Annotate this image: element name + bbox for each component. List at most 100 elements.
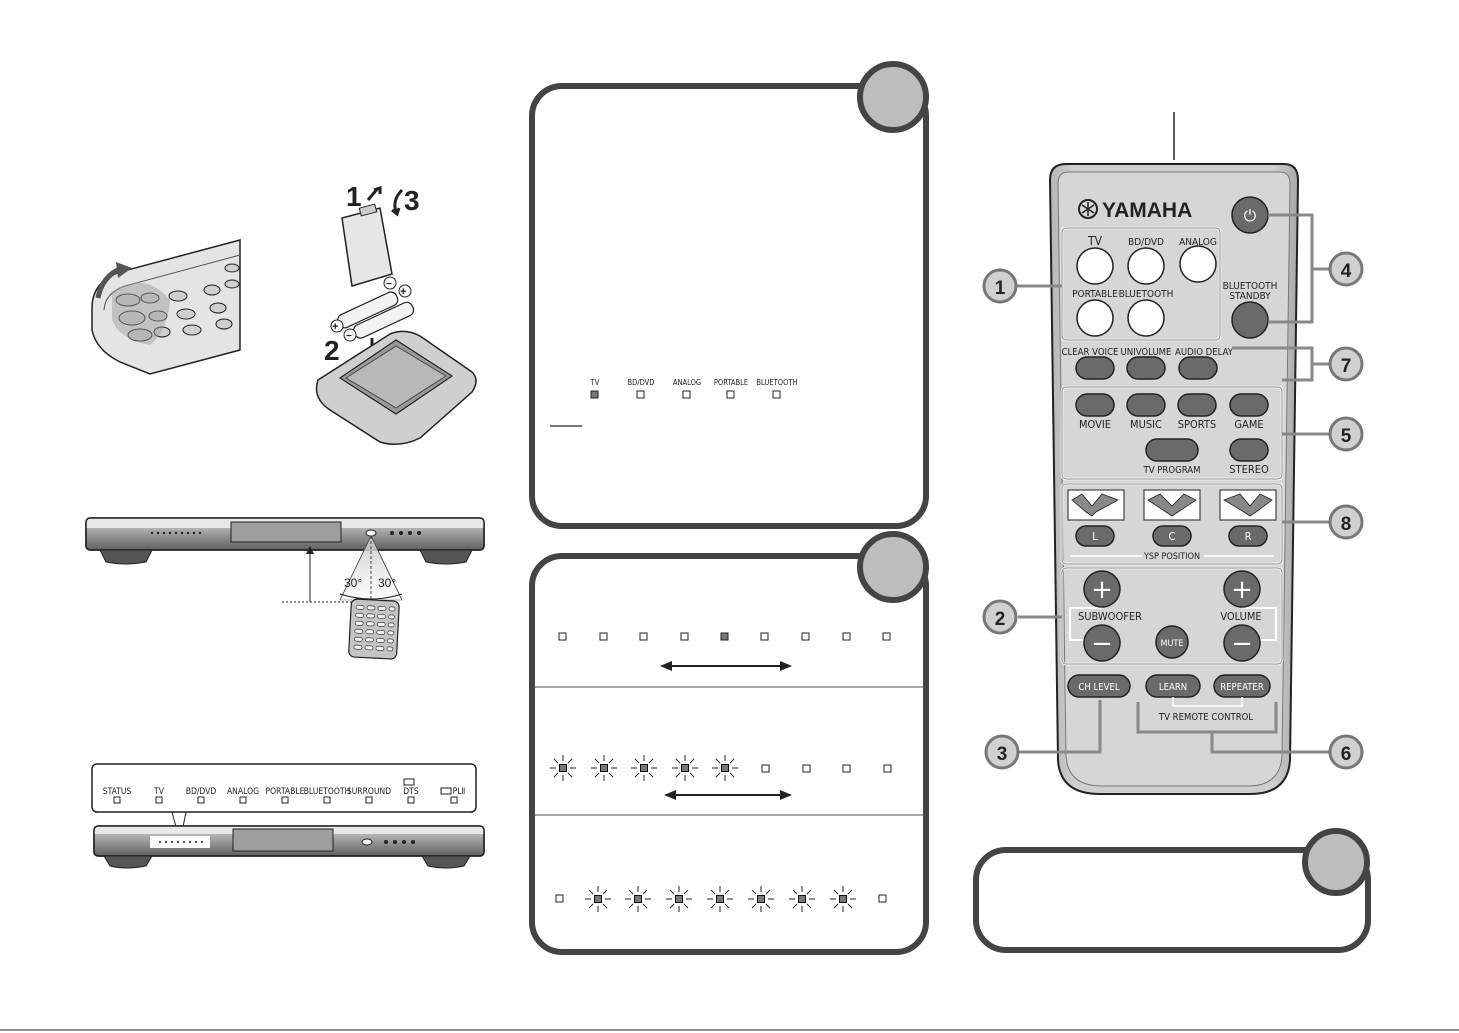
indicator-label-status: STATUS xyxy=(103,787,132,797)
ysp-l-label: L xyxy=(1092,530,1098,543)
indicator-label-bd-dvd: BD/DVD xyxy=(186,787,217,797)
input-analog-button[interactable] xyxy=(1179,245,1217,283)
clear-voice-button[interactable] xyxy=(1075,356,1115,380)
front-panel-indicators-illustration: STATUS TV BD/DVD ANALOG PORTABLE BLUETOO… xyxy=(91,763,485,869)
step-1-label: 1 xyxy=(346,181,362,212)
remote-rear-opening-illustration xyxy=(91,239,241,375)
game-label: GAME xyxy=(1234,418,1263,431)
svg-text:8: 8 xyxy=(1341,514,1352,535)
input-portable-button[interactable] xyxy=(1076,299,1114,337)
bluetooth-standby-line1: BLUETOOTH xyxy=(1223,281,1278,292)
audio-delay-button[interactable] xyxy=(1178,356,1218,380)
sports-label: SPORTS xyxy=(1178,418,1216,431)
svg-text:−: − xyxy=(1231,629,1253,659)
remote-control-diagram: YAMAHA ⏻ TV BD/DVD ANALOG PORTABLE BLUET… xyxy=(1048,112,1300,795)
tv-remote-control-label: TV REMOTE CONTROL xyxy=(1158,712,1254,723)
sports-button[interactable] xyxy=(1177,393,1217,417)
stereo-button[interactable] xyxy=(1229,438,1269,462)
yamaha-logo: YAMAHA xyxy=(1078,199,1192,222)
ysp-l-button[interactable] xyxy=(1075,525,1115,547)
callout-7: 7 xyxy=(1328,346,1364,382)
angle-right-label: 30° xyxy=(378,576,396,590)
ysp-r-button[interactable] xyxy=(1228,525,1268,547)
level-row-1 xyxy=(558,632,891,671)
remote-angle-illustration: 30° 30° xyxy=(85,517,485,660)
indicator-label-surround: SURROUND xyxy=(347,787,391,797)
input-led-bluetooth xyxy=(772,390,781,399)
polarity-minus-1: − xyxy=(386,279,392,290)
indicator-label-bluetooth: BLUETOOTH xyxy=(304,787,351,797)
yamaha-tuning-fork-icon xyxy=(1078,199,1098,219)
input-led-bd-dvd xyxy=(636,390,645,399)
tv-program-label: TV PROGRAM xyxy=(1143,465,1201,476)
input-analog-label: ANALOG xyxy=(1179,237,1217,248)
univolume-label: UNIVOLUME xyxy=(1121,347,1172,358)
power-button[interactable]: ⏻ xyxy=(1231,196,1269,234)
subwoofer-minus-button[interactable]: − xyxy=(1083,624,1121,662)
callout-1: 1 xyxy=(982,268,1018,304)
learn-label: LEARN xyxy=(1159,682,1187,693)
input-led-label-bluetooth: BLUETOOTH xyxy=(756,378,797,387)
univolume-button[interactable] xyxy=(1126,356,1166,380)
note-box xyxy=(973,828,1371,953)
repeater-label: REPEATER xyxy=(1220,682,1264,693)
input-tv-button[interactable] xyxy=(1076,247,1114,285)
input-tv-label: TV xyxy=(1087,234,1103,248)
polarity-plus-2: + xyxy=(332,321,338,333)
callout-3: 3 xyxy=(984,734,1020,770)
movie-label: MOVIE xyxy=(1079,418,1111,431)
power-icon: ⏻ xyxy=(1244,206,1257,225)
polarity-plus-1: + xyxy=(400,286,406,298)
callout-5: 5 xyxy=(1328,416,1364,452)
volume-plus-button[interactable]: + xyxy=(1223,570,1261,608)
dolby-digital-icon xyxy=(403,778,415,786)
svg-text:5: 5 xyxy=(1341,426,1352,447)
level-row-2 xyxy=(549,754,892,800)
movie-button[interactable] xyxy=(1075,393,1115,417)
brand-name: YAMAHA xyxy=(1102,199,1192,222)
ch-level-button[interactable] xyxy=(1067,674,1131,698)
game-button[interactable] xyxy=(1229,393,1269,417)
volume-label: VOLUME xyxy=(1220,610,1261,623)
ch-level-label: CH LEVEL xyxy=(1078,682,1120,693)
music-button[interactable] xyxy=(1126,393,1166,417)
svg-text:4: 4 xyxy=(1341,261,1352,282)
ysp-c-button[interactable] xyxy=(1152,525,1192,547)
input-led-label-analog: ANALOG xyxy=(673,378,701,387)
tv-program-button[interactable] xyxy=(1145,438,1199,462)
svg-text:+: + xyxy=(1091,575,1113,605)
input-led-portable xyxy=(726,390,735,399)
input-bd-dvd-button[interactable] xyxy=(1127,247,1165,285)
bluetooth-standby-button[interactable] xyxy=(1231,301,1269,339)
level-indicator-box xyxy=(529,531,929,955)
stereo-label: STEREO xyxy=(1229,463,1269,476)
svg-text:6: 6 xyxy=(1341,744,1352,765)
svg-text:1: 1 xyxy=(995,278,1006,299)
svg-text:+: + xyxy=(1231,575,1253,605)
svg-text:2: 2 xyxy=(995,609,1006,630)
ysp-right-icon xyxy=(1219,489,1277,521)
clear-voice-label: CLEAR VOICE xyxy=(1062,347,1119,358)
input-led-analog xyxy=(682,390,691,399)
mute-button[interactable]: MUTE xyxy=(1155,625,1189,659)
input-portable-label: PORTABLE xyxy=(1072,289,1118,300)
callout-8: 8 xyxy=(1328,504,1364,540)
step-2-label: 2 xyxy=(324,335,340,366)
ysp-r-label: R xyxy=(1245,530,1252,543)
audio-delay-label: AUDIO DELAY xyxy=(1175,347,1234,358)
note-tab-circle xyxy=(1302,828,1370,896)
ysp-c-label: C xyxy=(1169,530,1176,543)
indicator-label-analog: ANALOG xyxy=(227,787,259,797)
indicator-label-tv: TV xyxy=(153,787,165,797)
step-3-label: 3 xyxy=(404,185,420,216)
ysp-left-icon xyxy=(1067,489,1125,521)
subwoofer-plus-button[interactable]: + xyxy=(1083,570,1121,608)
volume-minus-button[interactable]: − xyxy=(1223,624,1261,662)
input-led-label-bd-dvd: BD/DVD xyxy=(628,378,655,387)
input-bluetooth-button[interactable] xyxy=(1127,299,1165,337)
subwoofer-label: SUBWOOFER xyxy=(1078,610,1142,623)
callout-6: 6 xyxy=(1328,734,1364,770)
indicator-label-portable: PORTABLE xyxy=(266,787,305,797)
input-bluetooth-label: BLUETOOTH xyxy=(1119,289,1174,300)
